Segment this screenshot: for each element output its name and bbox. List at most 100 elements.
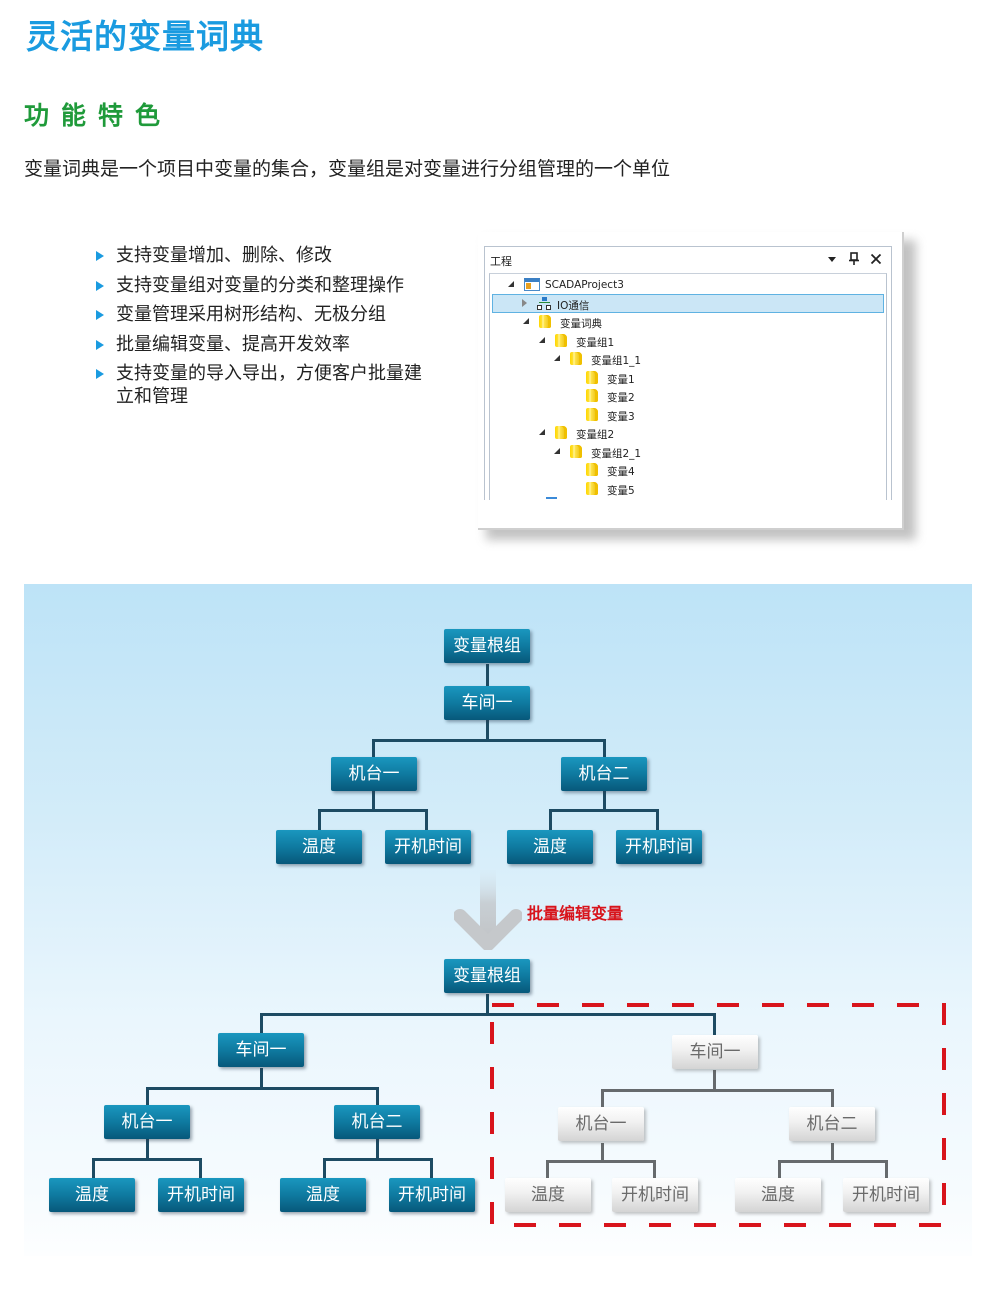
tree-item-group[interactable]: 变量组2 <box>490 424 886 443</box>
expand-icon[interactable] <box>554 447 560 454</box>
folder-icon <box>555 426 567 439</box>
tree-item-group[interactable]: 变量组2_1 <box>490 443 886 462</box>
expand-icon[interactable] <box>523 318 529 324</box>
project-icon <box>524 278 540 291</box>
folder-icon <box>586 407 598 421</box>
feature-text: 变量管理采用树形结构、无极分组 <box>116 304 386 325</box>
down-arrow-icon <box>454 870 522 950</box>
tree-item-label: 变量组2 <box>576 429 615 441</box>
feature-text: 支持变量的导入导出，方便客户批量建立和管理 <box>116 363 422 407</box>
connector-line <box>486 664 489 686</box>
node-workshop: 车间一 <box>218 1033 304 1067</box>
tree-item-io[interactable]: IO通信 <box>492 294 884 313</box>
tree-item-project[interactable]: SCADAProject3 <box>490 276 886 295</box>
folder-icon <box>539 315 551 328</box>
tree-item-variable[interactable]: 变量4 <box>490 461 886 480</box>
feature-text: 支持变量组对变量的分类和整理操作 <box>116 274 404 296</box>
node-machine-copy: 机台二 <box>789 1107 875 1141</box>
node-variable-copy: 开机时间 <box>843 1178 929 1212</box>
connector-line <box>653 1160 656 1178</box>
tree-item-variable[interactable]: 变量1 <box>490 369 886 388</box>
connector-line <box>549 809 552 830</box>
node-machine: 机台一 <box>104 1105 190 1139</box>
connector-line <box>601 1089 604 1107</box>
panel-title: 工程 <box>490 255 512 268</box>
project-panel-screenshot: 工程 SCADAProject3 IO通信 <box>478 232 904 530</box>
expand-icon[interactable] <box>539 336 545 343</box>
tree-item-label: 变量组1 <box>576 336 615 349</box>
page-title: 灵活的变量词典 <box>26 17 264 56</box>
tree-item-dictionary[interactable]: 变量词典 <box>490 313 886 332</box>
node-machine: 机台二 <box>561 757 647 791</box>
connector-line <box>92 1158 202 1161</box>
project-tree: SCADAProject3 IO通信 变量词典 变量组1 变量组1_1 <box>489 273 887 500</box>
connector-line <box>430 1158 433 1178</box>
tree-item-variable[interactable]: 变量5 <box>490 480 886 499</box>
connector-line <box>486 1013 716 1016</box>
tree-item-variable[interactable]: 变量3 <box>490 406 886 425</box>
node-variable: 温度 <box>507 830 593 864</box>
connector-line <box>376 1087 379 1105</box>
connector-line <box>713 1070 716 1090</box>
expand-icon[interactable] <box>539 429 545 435</box>
connector-line <box>486 720 489 740</box>
tree-item-label: 变量1 <box>607 373 635 386</box>
connector-line <box>376 1139 379 1159</box>
connector-line <box>549 809 659 812</box>
connector-line <box>601 1143 604 1161</box>
connector-line <box>601 1089 834 1092</box>
connector-line <box>323 1158 326 1178</box>
node-variable-copy: 温度 <box>735 1178 821 1212</box>
expand-icon[interactable] <box>554 355 560 361</box>
node-variable-copy: 温度 <box>505 1178 591 1212</box>
connector-line <box>425 809 428 830</box>
node-workshop-copy: 车间一 <box>672 1035 758 1069</box>
connector-line <box>546 1160 549 1178</box>
section-title: 功能特色 <box>24 101 173 130</box>
bullet-icon <box>96 251 104 261</box>
folder-icon <box>555 333 567 347</box>
tree-item-group[interactable]: 变量组1 <box>490 332 886 351</box>
pin-icon[interactable] <box>847 252 861 266</box>
connector-line <box>318 809 321 830</box>
node-variable: 温度 <box>280 1178 366 1212</box>
connector-line <box>92 1158 95 1178</box>
connector-line <box>146 1087 379 1090</box>
connector-line <box>199 1158 202 1178</box>
tree-item-group[interactable]: 变量组1_1 <box>490 350 886 369</box>
dropdown-icon[interactable] <box>825 252 839 266</box>
batch-edit-label: 批量编辑变量 <box>527 904 624 923</box>
collapse-icon[interactable] <box>522 299 527 307</box>
node-machine: 机台一 <box>331 757 417 791</box>
feature-text: 支持变量增加、删除、修改 <box>116 245 332 266</box>
folder-icon <box>586 463 598 476</box>
connector-line <box>546 1160 656 1163</box>
tree-item-label: 变量4 <box>607 466 635 478</box>
node-variable-copy: 开机时间 <box>612 1178 698 1212</box>
tree-item-label: IO通信 <box>557 300 590 312</box>
tree-item-label: 变量词典 <box>560 318 602 330</box>
node-workshop: 车间一 <box>444 686 530 720</box>
node-variable: 温度 <box>49 1178 135 1212</box>
tree-item-label: 变量组2_1 <box>591 447 642 460</box>
tree-item-variable[interactable]: 变量2 <box>490 387 886 406</box>
close-icon[interactable] <box>869 252 883 266</box>
connector-line <box>318 809 428 812</box>
connector-line <box>885 1160 888 1178</box>
bullet-icon <box>96 280 104 291</box>
folder-icon <box>586 389 598 402</box>
connector-line <box>713 1013 716 1035</box>
connector-line <box>778 1160 781 1178</box>
panel-header: 工程 <box>485 247 891 273</box>
connector-line <box>603 739 606 757</box>
node-root: 变量根组 <box>444 629 530 663</box>
tree-item-label: 变量5 <box>607 484 635 497</box>
folder-icon <box>570 352 582 365</box>
feature-item: 支持变量组对变量的分类和整理操作 <box>94 274 434 297</box>
project-panel: 工程 SCADAProject3 IO通信 <box>484 246 892 500</box>
intro-text: 变量词典是一个项目中变量的集合，变量组是对变量进行分组管理的一个单位 <box>24 158 671 180</box>
node-variable: 开机时间 <box>158 1178 244 1212</box>
node-variable: 开机时间 <box>389 1178 475 1212</box>
node-variable: 温度 <box>276 830 362 864</box>
expand-icon[interactable] <box>508 281 514 287</box>
